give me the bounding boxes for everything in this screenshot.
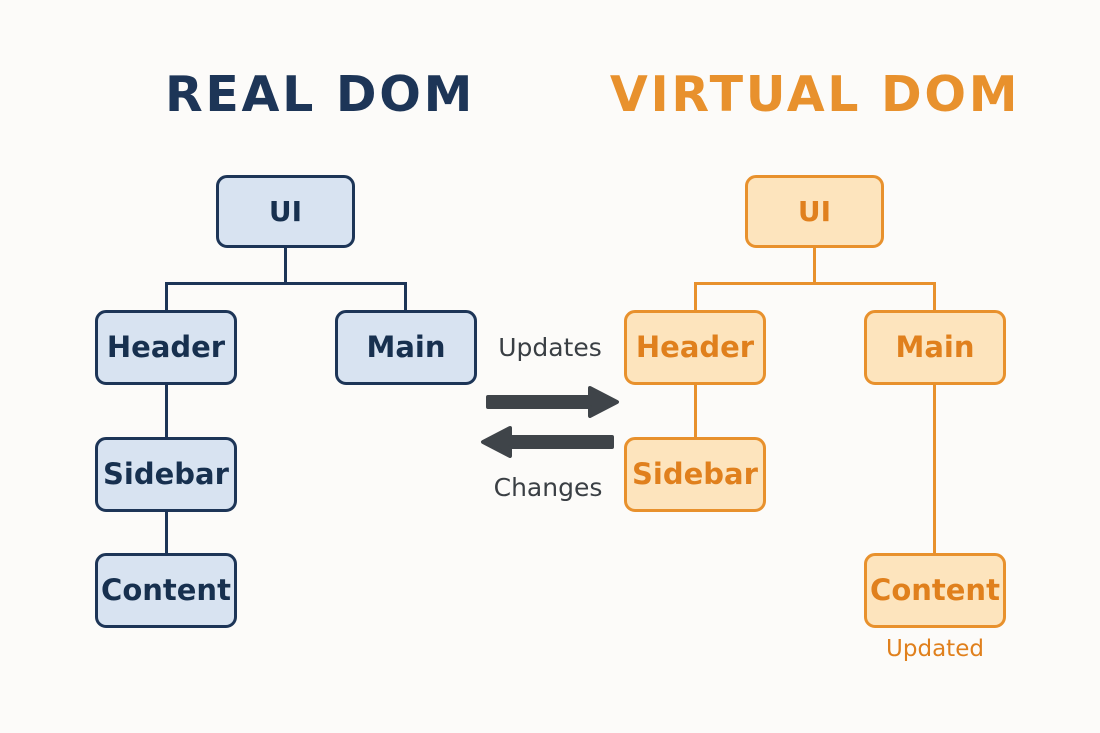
virtual-node-main[interactable]: Main <box>864 310 1006 385</box>
connector-real-bus-main <box>404 282 407 312</box>
connector-real-bus-header <box>165 282 168 312</box>
real-node-header[interactable]: Header <box>95 310 237 385</box>
virtual-dom-title: VIRTUAL DOM <box>609 66 1021 123</box>
connector-virtual-bus-main <box>933 282 936 312</box>
updates-arrow-right-icon <box>486 386 619 418</box>
connector-real-root-down <box>284 246 287 285</box>
connector-virtual-root-down <box>813 246 816 285</box>
real-dom-title: REAL DOM <box>164 66 476 123</box>
virtual-node-header[interactable]: Header <box>624 310 766 385</box>
real-node-main[interactable]: Main <box>335 310 477 385</box>
connector-virtual-bus-header <box>694 282 697 312</box>
content-updated-caption: Updated <box>886 636 984 662</box>
virtual-node-content[interactable]: Content <box>864 553 1006 628</box>
virtual-node-ui[interactable]: UI <box>745 175 884 248</box>
updates-label: Updates <box>498 333 602 362</box>
connector-real-bus <box>165 282 407 285</box>
connector-real-sidebar-content <box>165 510 168 555</box>
connector-virtual-header-sidebar <box>694 383 697 439</box>
connector-real-header-sidebar <box>165 383 168 439</box>
real-node-content[interactable]: Content <box>95 553 237 628</box>
real-node-sidebar[interactable]: Sidebar <box>95 437 237 512</box>
real-node-ui[interactable]: UI <box>216 175 355 248</box>
virtual-node-sidebar[interactable]: Sidebar <box>624 437 766 512</box>
changes-label: Changes <box>493 473 603 502</box>
changes-arrow-left-icon <box>481 426 614 458</box>
connector-virtual-bus <box>694 282 936 285</box>
connector-virtual-main-content <box>933 383 936 555</box>
